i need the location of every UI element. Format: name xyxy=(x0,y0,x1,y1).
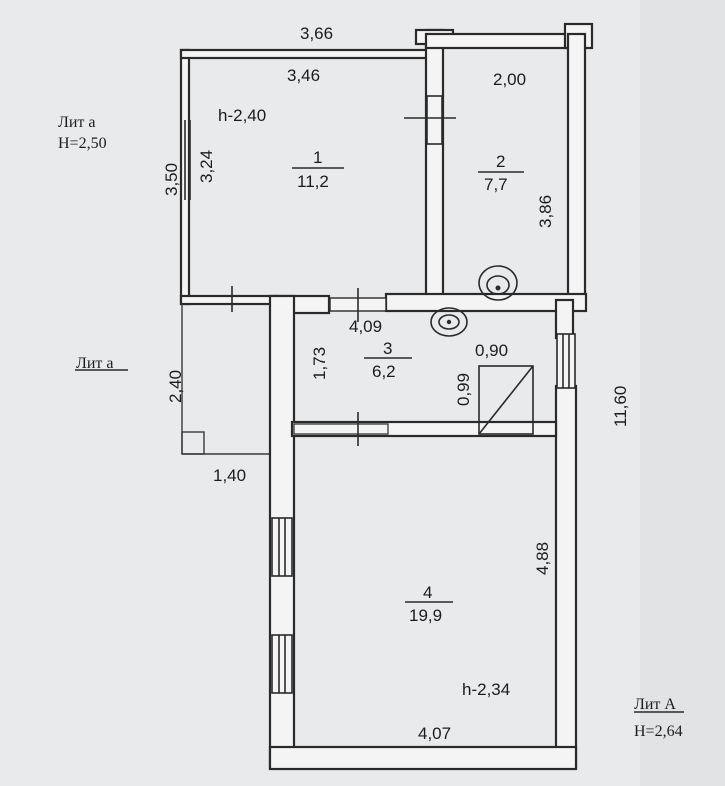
dim-room2-height: 3,86 xyxy=(536,195,555,228)
lit-a-top-label: Лит а xyxy=(58,114,96,131)
lit-A-label: Лит А xyxy=(634,696,676,713)
north-wall-room2 xyxy=(424,32,588,50)
door-room3-room4 xyxy=(293,423,389,435)
lit-labels: Лит а H=2,50 Лит а Лит А H=2,64 xyxy=(58,114,683,740)
area-fraction-lines xyxy=(292,167,524,603)
east-wall-room2 xyxy=(566,32,587,306)
lit-A-height: H=2,64 xyxy=(634,723,683,740)
east-wall-room3 xyxy=(554,298,575,340)
stove-diagonal xyxy=(478,365,534,435)
dim-top-366: 3,66 xyxy=(300,24,333,43)
window-west-1 xyxy=(271,517,293,577)
room1-area: 11,2 xyxy=(297,172,329,191)
sink-room3 xyxy=(430,307,468,337)
room3-number: 3 xyxy=(383,339,392,358)
room2-area: 7,7 xyxy=(484,175,508,194)
door-room1-room2 xyxy=(426,95,443,145)
room3-area: 6,2 xyxy=(372,362,396,381)
dim-room3-height: 1,73 xyxy=(310,347,329,380)
sink-room3-drain xyxy=(446,319,452,325)
dim-total-1160: 11,60 xyxy=(611,386,630,427)
room2-number: 2 xyxy=(496,152,505,171)
sink-room2 xyxy=(478,265,518,301)
dim-room2-width: 2,00 xyxy=(493,70,526,89)
room1-ceiling-height: h-2,40 xyxy=(218,106,266,125)
sink-room2-drain xyxy=(495,285,501,291)
room-labels: 1 11,2 2 7,7 3 6,2 4 19,9 xyxy=(297,148,508,625)
dim-room4-height: 4,88 xyxy=(533,542,552,575)
dim-veranda-350: 3,50 xyxy=(162,163,181,196)
dim-room1-width: 3,46 xyxy=(287,66,320,85)
sink-room3-inner xyxy=(438,314,460,330)
sink-room2-inner xyxy=(486,275,510,295)
dimension-labels: 3,66 3,46 2,00 3,50 3,24 3,86 4,09 1,73 … xyxy=(162,24,630,743)
stove xyxy=(478,365,534,435)
porch-lower xyxy=(181,304,270,455)
room1-number: 1 xyxy=(313,148,322,167)
dim-porch-240: 2,40 xyxy=(166,370,185,403)
fixtures xyxy=(430,265,534,435)
dim-stove-width: 0,90 xyxy=(475,341,508,360)
height-labels: h-2,40 h-2,34 xyxy=(218,106,510,699)
dim-stove-depth: 0,99 xyxy=(454,373,473,406)
dim-room4-width: 4,07 xyxy=(418,724,451,743)
wall-room1-room2 xyxy=(424,28,445,300)
veranda-south-wall xyxy=(179,294,279,306)
east-wall-room4 xyxy=(554,384,578,770)
lit-a-mid-label: Лит а xyxy=(76,355,114,372)
room4-number: 4 xyxy=(423,583,432,602)
dim-porch-140: 1,40 xyxy=(213,466,246,485)
dim-room3-width: 4,09 xyxy=(349,317,382,336)
lit-a-top-height: H=2,50 xyxy=(58,135,107,152)
paper-shadow xyxy=(640,0,725,786)
room4-ceiling-height: h-2,34 xyxy=(462,680,510,699)
veranda-north-wall xyxy=(179,48,429,60)
main-house-windows xyxy=(271,95,576,694)
window-east-room3 xyxy=(556,333,576,389)
window-west-2 xyxy=(271,634,293,694)
room4-area: 19,9 xyxy=(409,606,442,625)
porch-step xyxy=(181,431,205,455)
south-wall-main xyxy=(268,745,578,771)
dim-room1-height: 3,24 xyxy=(197,150,216,183)
